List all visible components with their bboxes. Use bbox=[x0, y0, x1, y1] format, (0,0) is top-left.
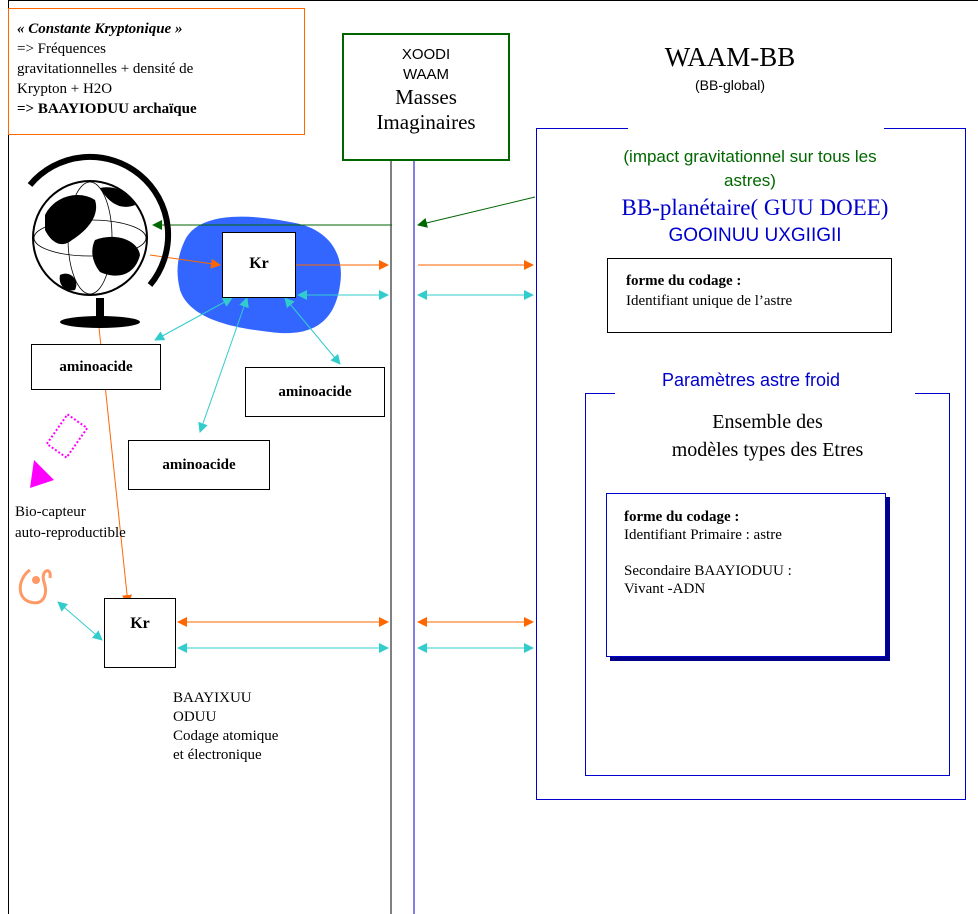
params-title: Paramètres astre froid bbox=[661, 370, 841, 390]
xoodi-line1: XOODI bbox=[401, 46, 451, 63]
codage2-line3: Vivant -ADN bbox=[624, 581, 706, 597]
waam-title: WAAM-BB bbox=[664, 42, 796, 72]
impact-line2: astres) bbox=[724, 171, 776, 190]
biocapteur-label: Bio-capteur auto-reproductible bbox=[15, 502, 126, 544]
constante-line3: Krypton + H2O bbox=[17, 81, 113, 97]
kr-bottom-box: Kr bbox=[104, 598, 176, 668]
ensemble-line2: modèles types des Etres bbox=[671, 439, 864, 461]
biocapteur-line2: auto-reproductible bbox=[15, 525, 126, 541]
gooinuu: GOOINUU UXGIIGII bbox=[668, 225, 842, 246]
orange-globe-kr bbox=[149, 254, 221, 269]
codage-box-1: forme du codage : Identifiant unique de … bbox=[607, 258, 892, 333]
biocapteur-icon bbox=[18, 568, 52, 605]
constante-line4: => BAAYIODUU archaïque bbox=[17, 101, 197, 117]
impact-text: (impact gravitationnel sur tous les astr… bbox=[540, 145, 960, 193]
constante-line2: gravitationnelles + densité de bbox=[17, 61, 194, 77]
waam-bb-box-gap bbox=[628, 126, 884, 130]
kr-top-box: Kr bbox=[222, 232, 296, 298]
dotted-arrow-icon bbox=[30, 412, 89, 488]
cyan-kr-amino2 bbox=[284, 297, 341, 365]
xoodi-line4: Imaginaires bbox=[376, 110, 476, 134]
codage1-text: Identifiant unique de l’astre bbox=[626, 293, 793, 309]
cyan-bio-kr bbox=[57, 601, 103, 641]
ensemble-line1: Ensemble des bbox=[712, 411, 823, 433]
cyan-kr-amino3 bbox=[198, 297, 249, 433]
codage-box-2: forme du codage : Identifiant Primaire :… bbox=[606, 493, 886, 657]
baayixuu-label: BAAYIXUU ODUU Codage atomique et électro… bbox=[173, 689, 278, 765]
bb-planetaire: BB-planétaire( GUU DOEE) bbox=[621, 195, 889, 220]
codage2-line2: Secondaire BAAYIODUU : bbox=[624, 563, 792, 579]
aminoacide-box-1: aminoacide bbox=[31, 344, 161, 390]
baayixuu-line1: BAAYIXUU bbox=[173, 690, 252, 706]
constante-kryptonique-box: « Constante Kryptonique » => Fréquences … bbox=[8, 8, 305, 135]
xoodi-waam-box: XOODI WAAM Masses Imaginaires bbox=[342, 33, 510, 161]
baayixuu-line2: ODUU bbox=[173, 709, 217, 725]
globe-icon bbox=[27, 153, 172, 328]
aminoacide-box-3: aminoacide bbox=[128, 440, 270, 490]
codage2-line1: Identifiant Primaire : astre bbox=[624, 527, 782, 543]
constante-title: « Constante Kryptonique » bbox=[17, 21, 183, 37]
bb-planetaire-block: BB-planétaire( GUU DOEE) GOOINUU UXGIIGI… bbox=[540, 193, 970, 249]
ensemble-text: Ensemble des modèles types des Etres bbox=[585, 408, 950, 464]
codage2-title: forme du codage : bbox=[624, 509, 740, 525]
codage1-title: forme du codage : bbox=[626, 273, 742, 289]
xoodi-line2: WAAM bbox=[402, 66, 450, 83]
biocapteur-line1: Bio-capteur bbox=[15, 504, 86, 520]
baayixuu-line3: Codage atomique bbox=[173, 728, 279, 744]
aminoacide-box-2: aminoacide bbox=[245, 367, 385, 417]
xoodi-line3: Masses bbox=[395, 85, 457, 109]
constante-line1: => Fréquences bbox=[17, 41, 106, 57]
waam-title-block: WAAM-BB (BB-global) bbox=[620, 40, 840, 96]
waam-subtitle: (BB-global) bbox=[694, 77, 766, 93]
green-arrow-waam bbox=[417, 196, 536, 228]
ensemble-box-gap bbox=[615, 391, 915, 395]
impact-line1: (impact gravitationnel sur tous les bbox=[623, 147, 877, 166]
page-border bbox=[8, 0, 978, 914]
baayixuu-line4: et électronique bbox=[173, 747, 262, 763]
